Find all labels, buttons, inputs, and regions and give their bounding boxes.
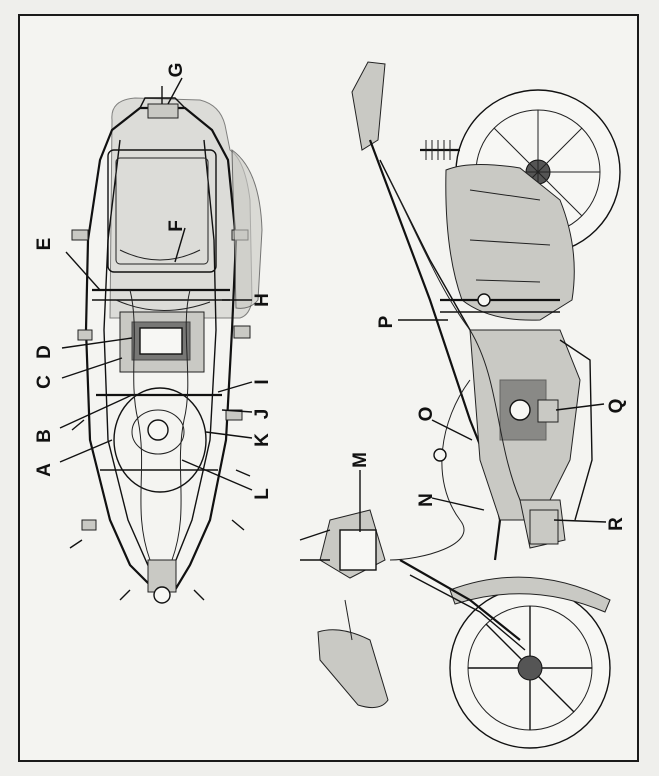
label-e: E xyxy=(34,238,55,251)
side-view-motorcycle xyxy=(299,61,621,749)
label-l: L xyxy=(252,488,273,500)
label-o: O xyxy=(416,407,437,422)
label-g: G xyxy=(166,63,187,78)
top-view-chassis xyxy=(69,86,263,604)
callout-labels: A B C D E F G H I J K L M N O P Q R xyxy=(34,63,627,531)
label-c: C xyxy=(34,375,55,389)
label-i: I xyxy=(252,379,273,384)
label-a: A xyxy=(34,463,55,477)
label-d: D xyxy=(34,345,55,359)
label-p: P xyxy=(376,315,397,328)
label-r: R xyxy=(606,517,627,531)
label-q: Q xyxy=(606,399,627,414)
label-j: J xyxy=(252,409,273,420)
label-m: M xyxy=(350,452,371,468)
label-f: F xyxy=(166,220,187,232)
leader-lines xyxy=(59,77,607,532)
label-n: N xyxy=(416,493,437,507)
label-b: B xyxy=(34,429,55,443)
label-h: H xyxy=(252,293,273,307)
label-k: K xyxy=(252,433,273,447)
